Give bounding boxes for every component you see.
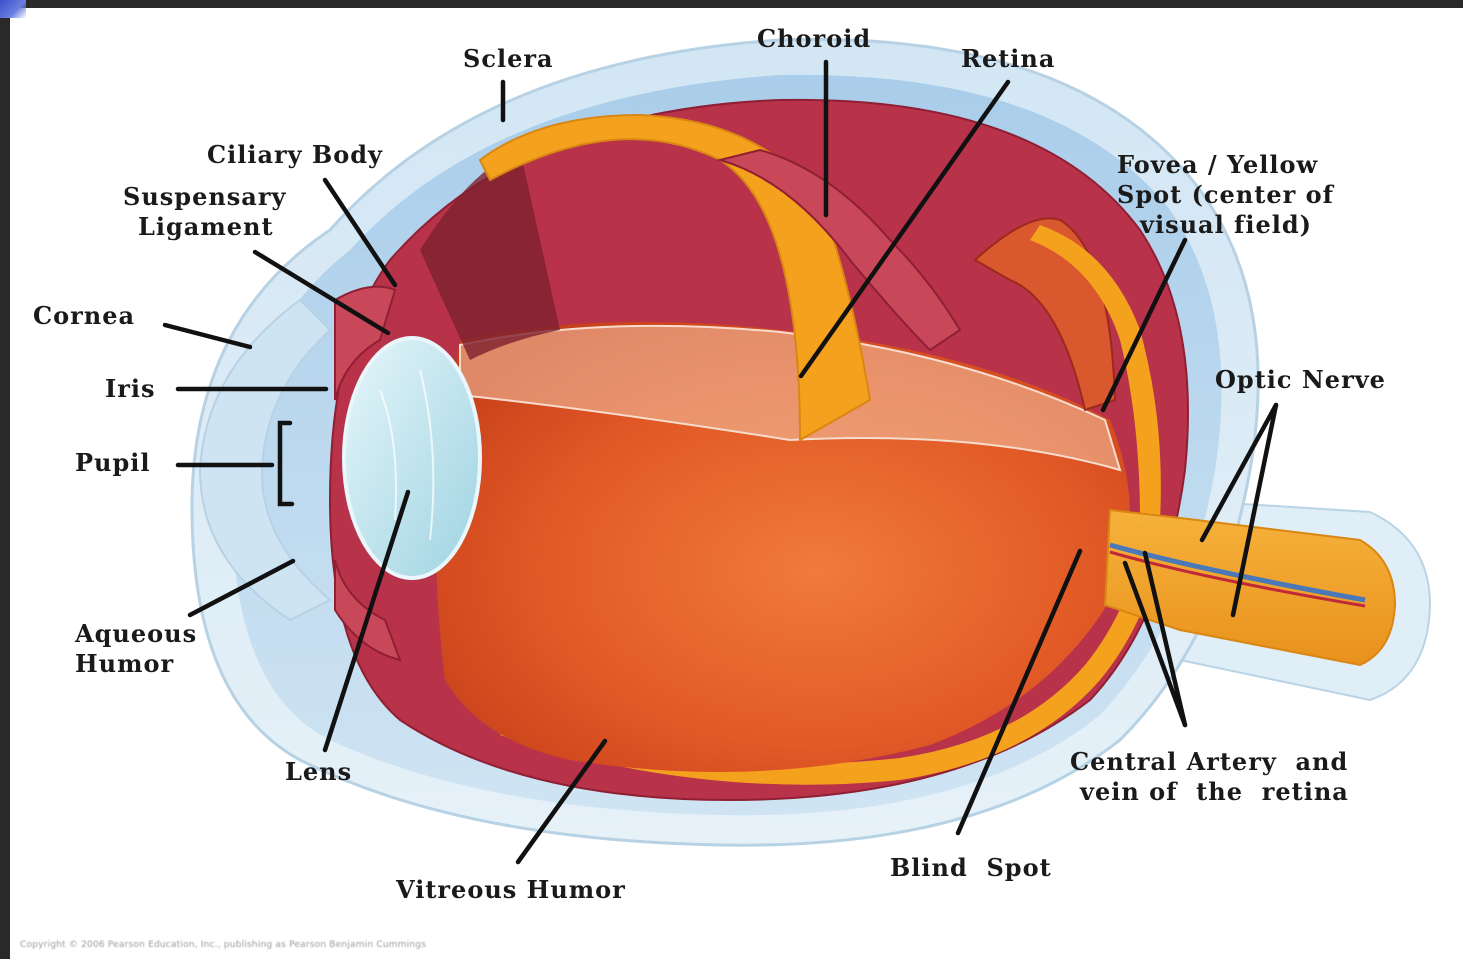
label-iris: Iris (105, 374, 156, 403)
label-aqueous-humor-2: Humor (75, 649, 174, 678)
label-sclera: Sclera (463, 44, 554, 73)
label-blind-spot: Blind Spot (890, 853, 1052, 882)
label-ciliary-body: Ciliary Body (207, 140, 383, 169)
label-suspensory-ligament-2: Ligament (138, 212, 274, 241)
label-fovea-3: visual field) (1139, 210, 1312, 239)
label-pupil: Pupil (75, 448, 151, 477)
label-fovea-1: Fovea / Yellow (1117, 150, 1319, 179)
lens (344, 338, 480, 578)
label-aqueous-humor-1: Aqueous (74, 619, 197, 648)
label-lens: Lens (285, 757, 352, 786)
label-fovea-2: Spot (center of (1117, 180, 1335, 209)
label-central-artery-1: Central Artery and (1070, 747, 1348, 776)
label-vitreous-humor: Vitreous Humor (395, 875, 626, 904)
label-retina: Retina (961, 44, 1055, 73)
label-central-artery-2: vein of the retina (1079, 777, 1349, 806)
label-suspensory-ligament-1: Suspensary (123, 182, 287, 211)
label-choroid: Choroid (757, 24, 871, 53)
label-optic-nerve: Optic Nerve (1215, 365, 1386, 394)
label-cornea: Cornea (33, 301, 135, 330)
copyright-notice: Copyright © 2006 Pearson Education, Inc.… (20, 940, 426, 950)
